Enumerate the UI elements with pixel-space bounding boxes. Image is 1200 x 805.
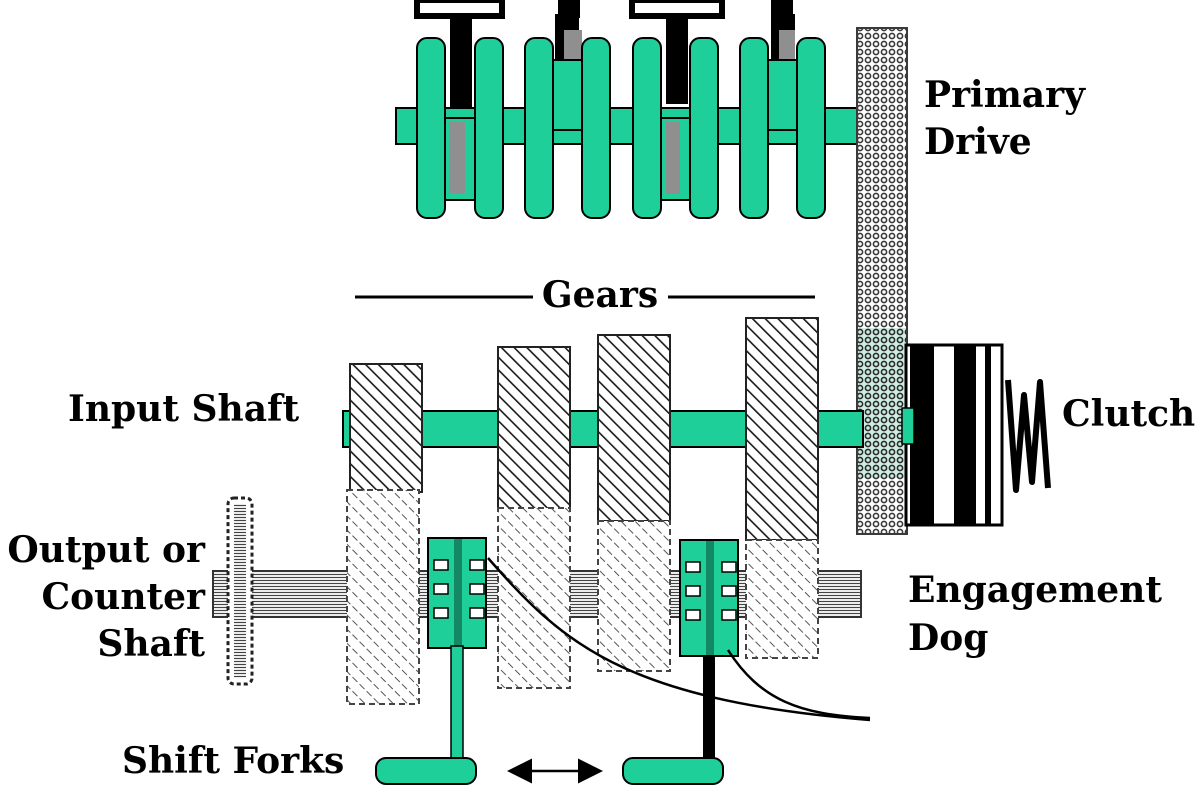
- fork-stem-right: [703, 655, 715, 761]
- clutch-plate-2: [954, 345, 976, 525]
- clutch-plate-3: [985, 345, 991, 525]
- dog-tooth: [721, 609, 737, 621]
- crank-web-5: [632, 37, 662, 219]
- output-gear-1: [346, 489, 420, 705]
- input-gear-4: [745, 317, 819, 541]
- conrod-1: [450, 14, 472, 118]
- shift-fork-right: [622, 655, 724, 785]
- engagement-dog-left: [427, 537, 487, 649]
- crank-web-4: [581, 37, 611, 219]
- selector-cable-2: [726, 649, 871, 720]
- primary-drive-label: Primary: [924, 74, 1086, 116]
- conrod-3: [666, 14, 688, 104]
- gears-label: Gears: [542, 274, 658, 316]
- clutch-hub: [901, 407, 915, 445]
- fork-rod-right: [622, 757, 724, 785]
- dog-tooth: [433, 559, 449, 571]
- dog-tooth: [469, 559, 485, 571]
- engagement-dog-label: Dog: [908, 617, 988, 659]
- engagement-dog-label: Engagement: [908, 569, 1162, 611]
- dog-tooth: [469, 583, 485, 595]
- primary-chain-lower: [858, 328, 906, 478]
- dog-tooth: [721, 561, 737, 573]
- dog-tooth: [685, 561, 701, 573]
- output-shaft-label: Output or: [7, 529, 206, 571]
- output-shaft-label: Shaft: [97, 623, 205, 665]
- conrod-cap-3: [629, 0, 725, 19]
- crankshaft: [395, 0, 867, 219]
- dog-tooth: [685, 609, 701, 621]
- shift-fork-left: [375, 645, 477, 785]
- clutch-spring: [1005, 379, 1051, 493]
- crank-web-2: [474, 37, 504, 219]
- dog-tooth: [433, 583, 449, 595]
- shift-forks-label: Shift Forks: [122, 740, 344, 782]
- dog-tooth: [685, 585, 701, 597]
- conrod-cap-2: [558, 0, 580, 18]
- output-sprocket-teeth: [234, 504, 246, 678]
- conrod-cap-4: [771, 0, 793, 18]
- primary-drive-label: Drive: [924, 121, 1032, 163]
- dog-groove-left: [454, 538, 462, 648]
- output-shaft-label: Counter: [41, 576, 206, 618]
- dog-body-right: [679, 539, 739, 657]
- fork-stem-left: [450, 645, 464, 761]
- crank-web-8: [796, 37, 826, 219]
- input-shaft-label: Input Shaft: [68, 388, 300, 430]
- output-gear-3: [597, 520, 671, 672]
- crank-web-7: [739, 37, 769, 219]
- primary-drive-chain: [856, 27, 908, 535]
- selector-cable-1: [487, 557, 871, 722]
- crank-web-6: [689, 37, 719, 219]
- fork-rod-left: [375, 757, 477, 785]
- input-gear-3: [597, 334, 671, 522]
- crank-pin-2: [552, 59, 583, 131]
- dog-tooth: [721, 585, 737, 597]
- dog-groove-right: [706, 540, 714, 656]
- input-gear-2: [497, 346, 571, 510]
- output-gear-2: [497, 507, 571, 689]
- big-end-shade-3: [666, 122, 680, 194]
- engagement-dog-right: [679, 539, 739, 657]
- output-gear-4: [745, 539, 819, 659]
- crank-web-1: [416, 37, 446, 219]
- dog-tooth: [433, 607, 449, 619]
- dog-tooth: [469, 607, 485, 619]
- gear-set: [346, 317, 819, 705]
- clutch-label: Clutch: [1062, 393, 1195, 435]
- crank-pin-4: [767, 59, 798, 131]
- clutch-assembly: [901, 343, 1051, 527]
- input-gear-1: [349, 363, 423, 493]
- big-end-shade-1: [449, 122, 465, 194]
- crank-web-3: [524, 37, 554, 219]
- conrod-cap-1: [414, 0, 505, 19]
